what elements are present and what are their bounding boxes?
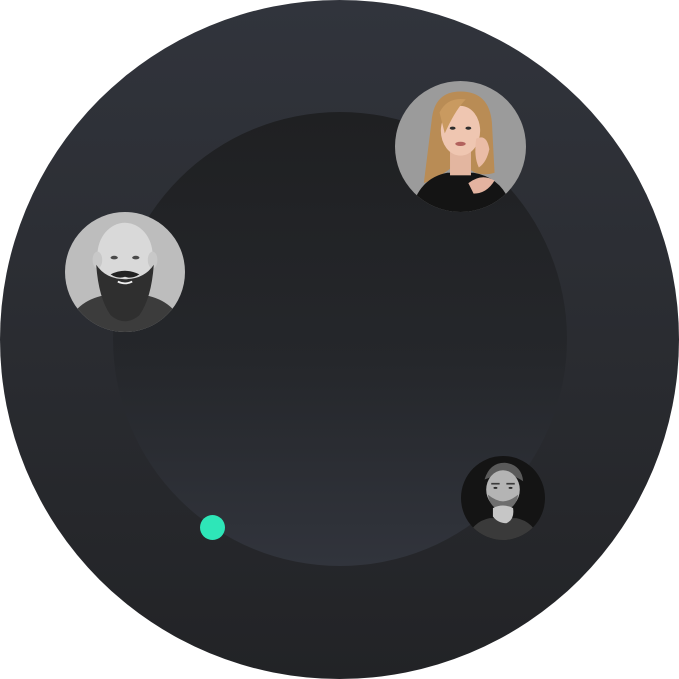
woman-avatar-image [395, 81, 526, 212]
bearded-man-avatar[interactable] [65, 212, 185, 332]
online-status-dot [200, 515, 225, 540]
bearded-man-avatar-image [65, 212, 185, 332]
woman-avatar[interactable] [395, 81, 526, 212]
man-avatar-image [461, 456, 545, 540]
man-avatar[interactable] [461, 456, 545, 540]
